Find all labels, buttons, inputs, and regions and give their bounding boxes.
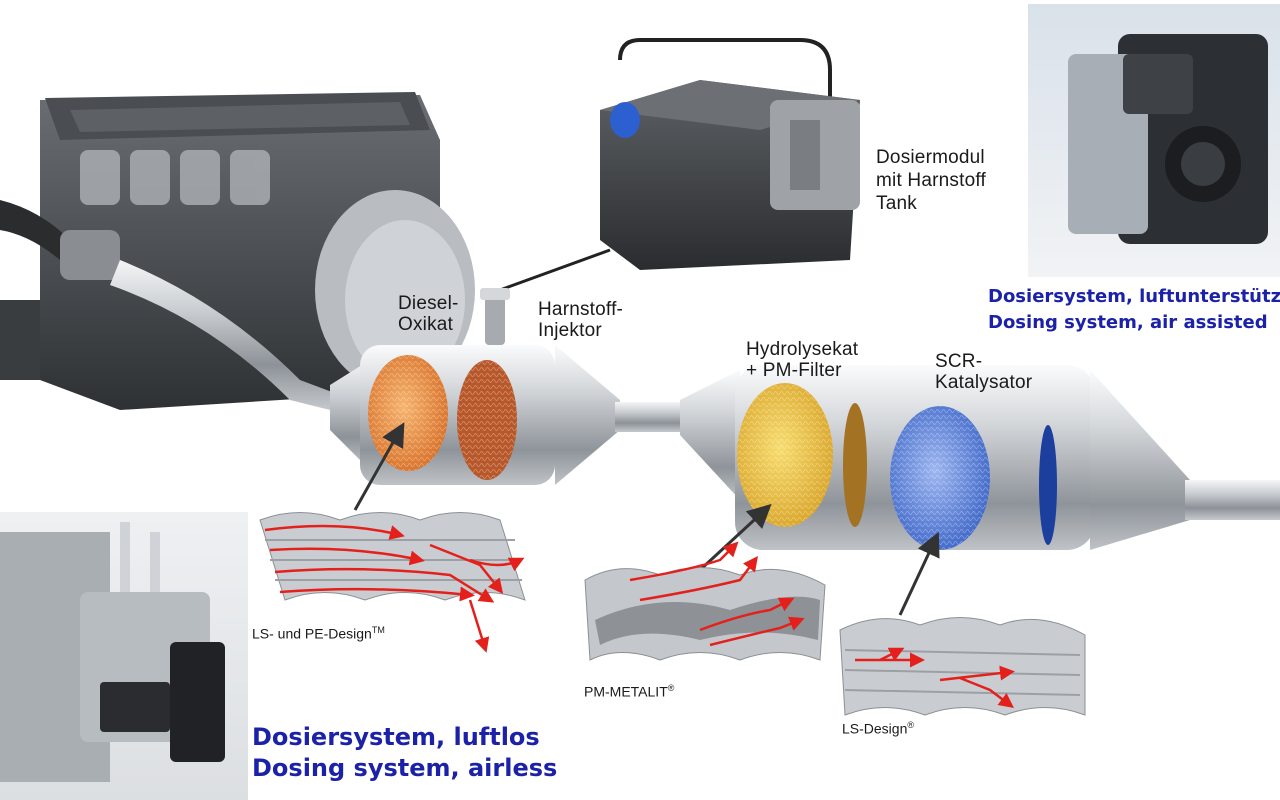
label-hydrolysekat: Hydrolysekat+ PM-Filter [746, 339, 859, 381]
ls-pe-design-illustration [259, 512, 526, 653]
airless-dosing-photo [0, 512, 248, 800]
label-ls-design: LS-Design® [842, 720, 915, 737]
arrow-hydrolysekat [698, 503, 772, 572]
engine [0, 92, 475, 410]
urea-tank [499, 38, 860, 292]
scr-core [890, 406, 1057, 550]
label-pm-metalit: PM-METALIT® [584, 683, 675, 700]
hydrolysekat-core [737, 383, 867, 527]
air-assisted-dosing-photo [1028, 4, 1280, 277]
pm-metalit-illustration [584, 541, 826, 661]
urea-injector [480, 288, 510, 345]
label-harnstoff-injektor: Harnstoff-Injektor [538, 299, 624, 341]
arrow-oxikat [353, 422, 405, 511]
ls-design-illustration [839, 617, 1086, 716]
label-ls-pe-design: LS- und PE-DesignTM [252, 625, 385, 642]
arrow-scr [898, 531, 940, 616]
label-scr-katalysator: SCR-Katalysator [935, 351, 1033, 393]
label-diesel-oxikat: Diesel-Oxikat [398, 293, 459, 335]
